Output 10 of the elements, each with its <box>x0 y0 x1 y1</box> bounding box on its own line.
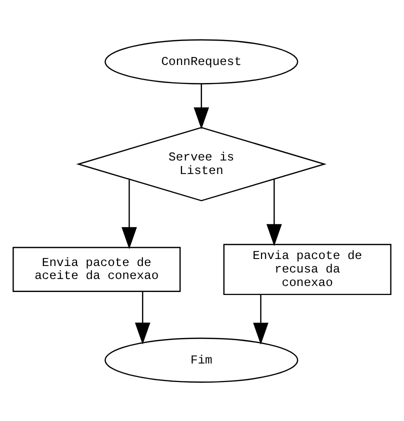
arrow <box>122 179 137 249</box>
arrow <box>253 294 268 344</box>
arrow <box>266 178 282 246</box>
node-ellipse: Fim <box>104 337 298 382</box>
node-box: Envia pacote de recusa da conexao <box>223 243 392 295</box>
node-ellipse: ConnRequest <box>104 38 298 84</box>
arrow <box>134 290 150 344</box>
node-box: Envia pacote de aceite da conexao <box>12 246 181 292</box>
arrow <box>194 84 210 129</box>
node-diamond: Servee is Listen <box>76 126 327 201</box>
